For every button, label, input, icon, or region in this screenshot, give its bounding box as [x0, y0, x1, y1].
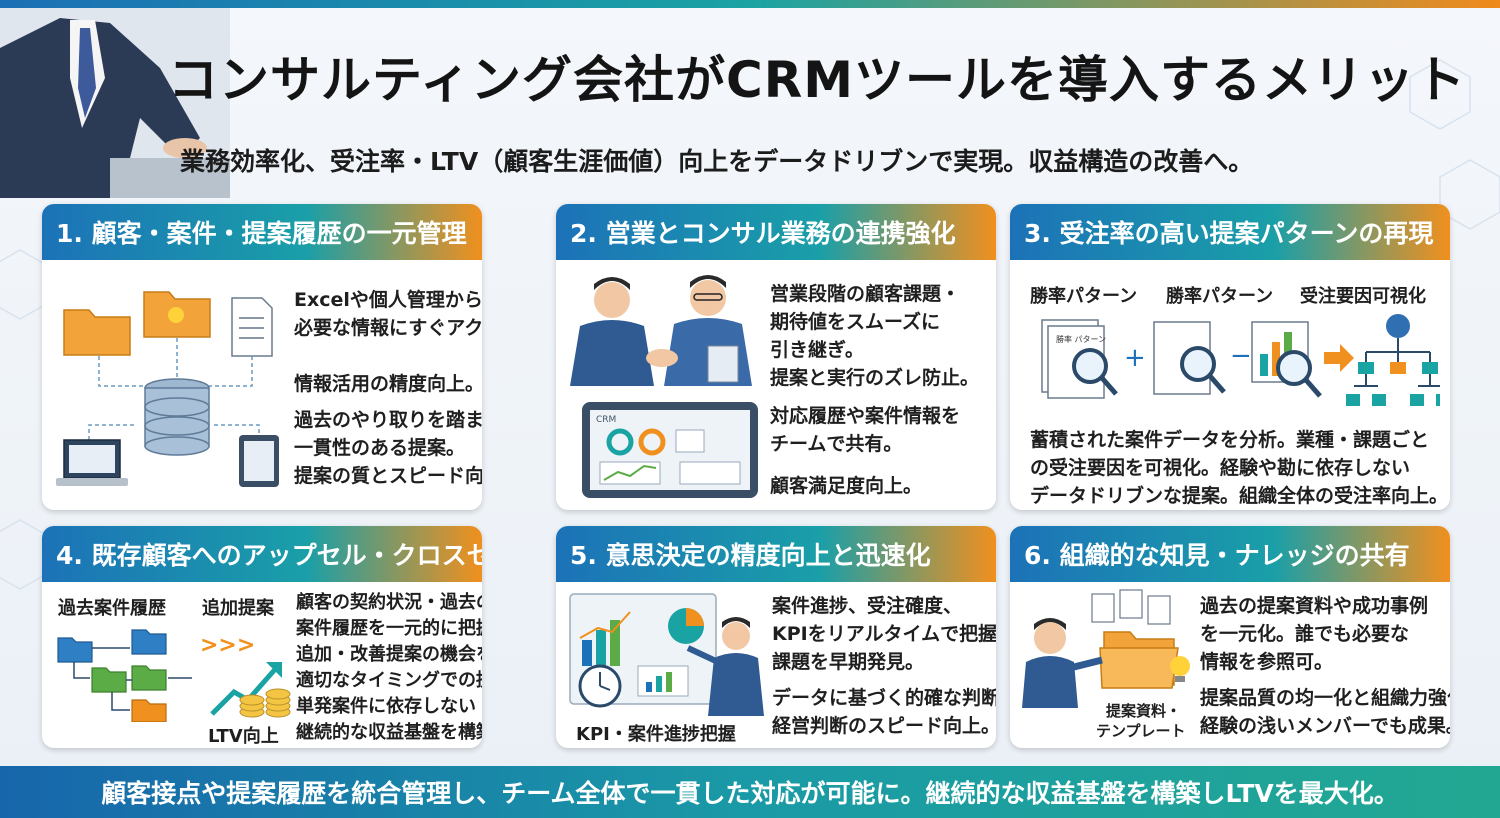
coins-icon	[239, 688, 291, 718]
crm-screen-label: CRM	[596, 415, 616, 425]
card-line: チームで共有。	[770, 433, 903, 455]
winning-pattern-label: 勝率パターン	[1030, 286, 1138, 307]
card-knowledge-sharing: 6. 組織的な知見・ナレッジの共有 提案資料・ テンプレート 過去の提案資料や成…	[1010, 526, 1450, 748]
card-line: 引き継ぎ。	[770, 339, 865, 361]
card-decision-making: 5. 意思決定の精度向上と迅速化	[556, 526, 996, 748]
card-title: 2. 営業とコンサル業務の連携強化	[556, 204, 996, 260]
lightbulb-icon	[168, 307, 184, 323]
template-label: テンプレート	[1096, 722, 1186, 740]
card-line: 対応履歴や案件情報を	[770, 405, 961, 427]
card-line: KPIをリアルタイムで把握。	[772, 623, 996, 645]
card-line: Excelや個人管理から脱却。	[294, 289, 482, 311]
card-upsell-crosssell: 4. 既存顧客へのアップセル・クロスセル強化 過去案件履歴 追加提案 LTV向上…	[42, 526, 482, 748]
footer-banner: 顧客接点や提案履歴を統合管理し、チーム全体で一貫した対応が可能に。継続的な収益基…	[0, 766, 1500, 818]
card-line: 単発案件に依存しない	[296, 696, 476, 717]
footer-text: 顧客接点や提案履歴を統合管理し、チーム全体で一貫した対応が可能に。継続的な収益基…	[101, 779, 1399, 808]
card-line: 顧客の契約状況・過去の	[296, 592, 482, 613]
svg-text:+: +	[1124, 343, 1146, 373]
card-line: 必要な情報にすぐアクセス。	[294, 317, 482, 339]
card-line: を一元化。誰でも必要な	[1200, 623, 1410, 645]
kpi-progress-label: KPI・案件進捗把握	[576, 724, 736, 745]
document-icon	[1091, 589, 1171, 625]
card-line: 継続的な収益基盤を構築。	[296, 722, 482, 743]
tablet-icon: CRM	[582, 402, 758, 498]
ltv-label: LTV向上	[208, 726, 279, 747]
pie-chart-icon	[668, 608, 704, 644]
card-line: 提案の質とスピード向上。	[294, 465, 482, 487]
card-line: 顧客満足度向上。	[770, 475, 923, 497]
card-line: 追加・改善提案の機会を発見。	[296, 644, 482, 665]
presenter-icon	[686, 617, 764, 716]
card-line: 営業段階の顧客課題・	[770, 283, 961, 305]
handshake-crm-illustration: CRM	[570, 275, 758, 498]
analysis-flow-illustration: 勝率 パターン + −	[1041, 314, 1440, 406]
additional-proposal-label: 追加提案	[202, 598, 274, 619]
card-line: 蓄積された案件データを分析。業種・課題ごと	[1030, 429, 1430, 451]
card-line: 期待値をスムーズに	[770, 311, 941, 333]
svg-text:>>>: >>>	[200, 633, 255, 658]
tablet-icon	[239, 435, 279, 487]
doc-pattern-label: 勝率 パターン	[1056, 334, 1106, 344]
database-icon	[144, 378, 210, 456]
magnifier-icon	[1180, 346, 1226, 394]
knowledge-illustration	[1022, 589, 1190, 708]
card-line: 提案品質の均一化と組織力強化。	[1200, 687, 1450, 709]
lightbulb-icon	[1170, 656, 1190, 682]
upsell-flow-illustration: >>>	[57, 629, 291, 722]
card-line: 一貫性のある提案。	[294, 437, 466, 459]
card-line: 過去のやり取りを踏まえた	[294, 409, 482, 431]
order-factor-label: 受注要因可視化	[1300, 286, 1426, 307]
laptop-icon	[56, 439, 128, 486]
folder-icon	[1099, 631, 1179, 689]
clock-icon	[578, 664, 622, 708]
card-line: 情報を参照可。	[1200, 651, 1334, 673]
magnifier-icon	[1276, 350, 1322, 398]
card-line: 経験の浅いメンバーでも成果。	[1200, 715, 1450, 737]
magnifier-icon	[1072, 348, 1118, 396]
folder-icon	[63, 291, 211, 356]
card-title: 5. 意思決定の精度向上と迅速化	[556, 526, 996, 582]
card-title: 6. 組織的な知見・ナレッジの共有	[1010, 526, 1450, 582]
card-winning-pattern: 3. 受注率の高い提案パターンの再現 勝率パターン 勝率パターン 受注要因可視化…	[1010, 204, 1450, 510]
page-subtitle: 業務効率化、受注率・LTV（顧客生涯価値）向上をデータドリブンで実現。収益構造の…	[180, 147, 1254, 176]
businessman-icon	[570, 277, 654, 386]
card-line: の受注要因を可視化。経験や勘に依存しない	[1030, 457, 1411, 479]
card-line: 案件履歴を一元的に把握。	[296, 618, 482, 639]
businessman-icon	[1022, 618, 1103, 708]
top-accent-bar	[0, 0, 1500, 8]
past-history-label: 過去案件履歴	[58, 598, 166, 619]
kpi-dashboard-illustration	[569, 593, 764, 716]
database-network-illustration	[56, 291, 279, 487]
card-line: データに基づく的確な判断。	[772, 687, 996, 709]
card-line: 情報活用の精度向上。	[294, 373, 482, 395]
card-line: 経営判断のスピード向上。	[772, 715, 996, 737]
folder-icon	[57, 629, 167, 722]
svg-text:−: −	[1230, 341, 1252, 371]
businessman-illustration	[0, 8, 230, 198]
card-line: 案件進捗、受注確度、	[772, 595, 963, 617]
card-line: データドリブンな提案。組織全体の受注率向上。	[1030, 485, 1449, 507]
card-unified-management: 1. 顧客・案件・提案履歴の一元管理	[42, 204, 482, 510]
businessman-icon	[664, 275, 752, 386]
handshake-icon	[646, 349, 678, 367]
card-title: 1. 顧客・案件・提案履歴の一元管理	[42, 204, 482, 260]
card-line: 課題を早期発見。	[772, 651, 925, 673]
card-line: 提案と実行のズレ防止。	[770, 367, 980, 389]
card-title: 3. 受注率の高い提案パターンの再現	[1010, 204, 1450, 260]
org-chart-icon	[1346, 314, 1440, 406]
card-line: 適切なタイミングでの提案。	[296, 670, 482, 691]
document-icon	[231, 297, 273, 357]
card-sales-consulting-collaboration: 2. 営業とコンサル業務の連携強化 CRM	[556, 204, 996, 510]
card-line: 過去の提案資料や成功事例	[1200, 595, 1429, 617]
bar-chart-icon	[579, 611, 631, 666]
template-label: 提案資料・	[1106, 702, 1182, 720]
winning-pattern-label: 勝率パターン	[1166, 286, 1274, 307]
page-title: コンサルティング会社がCRMツールを導入するメリット	[168, 51, 1466, 109]
card-title: 4. 既存顧客へのアップセル・クロスセル強化	[42, 526, 482, 582]
